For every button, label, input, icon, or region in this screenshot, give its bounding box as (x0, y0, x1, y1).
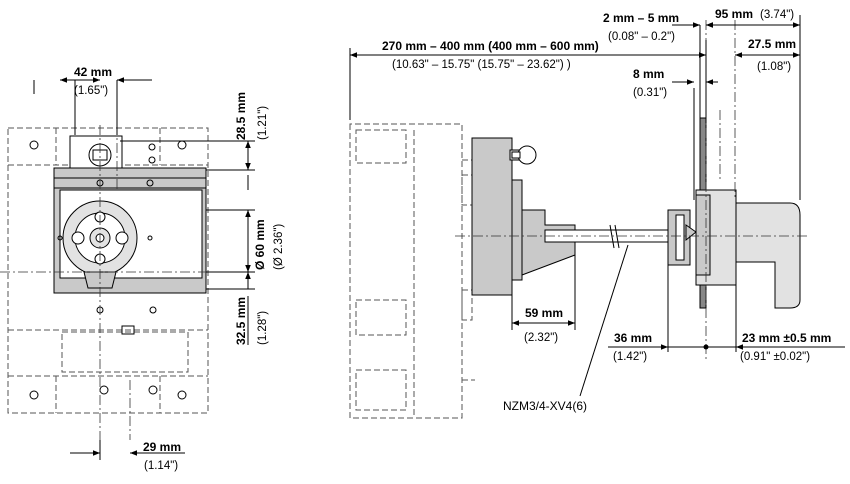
dim-front-offset-inch: (1.14") (144, 460, 178, 472)
dim-handle-tolerance-inch: (0.91" ±0.02") (740, 351, 810, 363)
dim-front-height: Ø 60 mm (Ø 2.36") (245, 210, 285, 272)
dim-handle-front: 27.5 mm (1.08") (735, 37, 800, 73)
dim-front-offset-mm: 29 mm (143, 440, 181, 454)
dim-door-thickness-inch: (0.31") (633, 87, 667, 99)
dim-bracket-depth-mm: 59 mm (525, 306, 563, 320)
front-view (0, 125, 255, 440)
dim-handle-depth-inch: (3.74") (760, 9, 794, 21)
dim-door-to-handle-mm: 36 mm (614, 331, 652, 345)
dim-door-gap-mm: 2 mm – 5 mm (603, 11, 679, 25)
dim-front-width-inch: (1.65") (74, 85, 108, 97)
dim-bracket-depth-inch: (2.32") (524, 332, 558, 344)
dim-front-top: 28.5 mm (1.21") (234, 92, 269, 190)
dim-handle-tolerance: 23 mm ±0.5 mm (0.91" ±0.02") (703, 262, 845, 363)
dim-door-thickness-mm: 8 mm (633, 67, 664, 81)
dim-door-thickness: 8 mm (0.31") (633, 67, 718, 200)
dim-front-top-inch: (1.21") (257, 106, 269, 140)
dim-handle-tolerance-mm: 23 mm ±0.5 mm (742, 331, 831, 345)
dim-handle-front-mm: 27.5 mm (748, 37, 796, 51)
part-label: NZM3/4-XV4(6) (503, 244, 629, 413)
dim-door-to-handle-inch: (1.42") (613, 351, 647, 363)
dim-front-bottom-mm: 32.5 mm (234, 297, 248, 345)
dim-handle-depth-mm: 95 mm (715, 7, 753, 21)
dim-handle-depth: 95 mm (3.74") (706, 7, 801, 200)
dim-shaft-length-inch: (10.63" – 15.75" (15.75" – 23.62") ) (392, 59, 571, 71)
dim-bracket-depth: 59 mm (2.32") (511, 255, 576, 344)
dim-front-bottom: 32.5 mm (1.28") (234, 272, 269, 345)
dim-front-offset: 29 mm (1.14") (70, 440, 185, 472)
dim-shaft-length-mm: 270 mm – 400 mm (400 mm – 600 mm) (382, 39, 599, 53)
dim-front-width-mm: 42 mm (74, 65, 112, 79)
dim-front-top-mm: 28.5 mm (234, 92, 248, 140)
dim-front-height-inch: (Ø 2.36") (273, 224, 285, 270)
dim-front-bottom-inch: (1.28") (257, 311, 269, 345)
dim-door-gap-inch: (0.08" – 0.2") (608, 31, 675, 43)
dim-shaft-length: 270 mm – 400 mm (400 mm – 600 mm) (10.63… (349, 39, 707, 120)
dim-front-height-mm: Ø 60 mm (253, 219, 267, 270)
dim-door-gap: 2 mm – 5 mm (0.08" – 0.2") (603, 11, 718, 118)
dim-door-to-handle: 36 mm (1.42") (608, 265, 706, 363)
part-number-label: NZM3/4-XV4(6) (503, 399, 587, 413)
dim-front-width: 42 mm (1.65") (33, 65, 152, 135)
dim-handle-front-inch: (1.08") (757, 61, 791, 73)
